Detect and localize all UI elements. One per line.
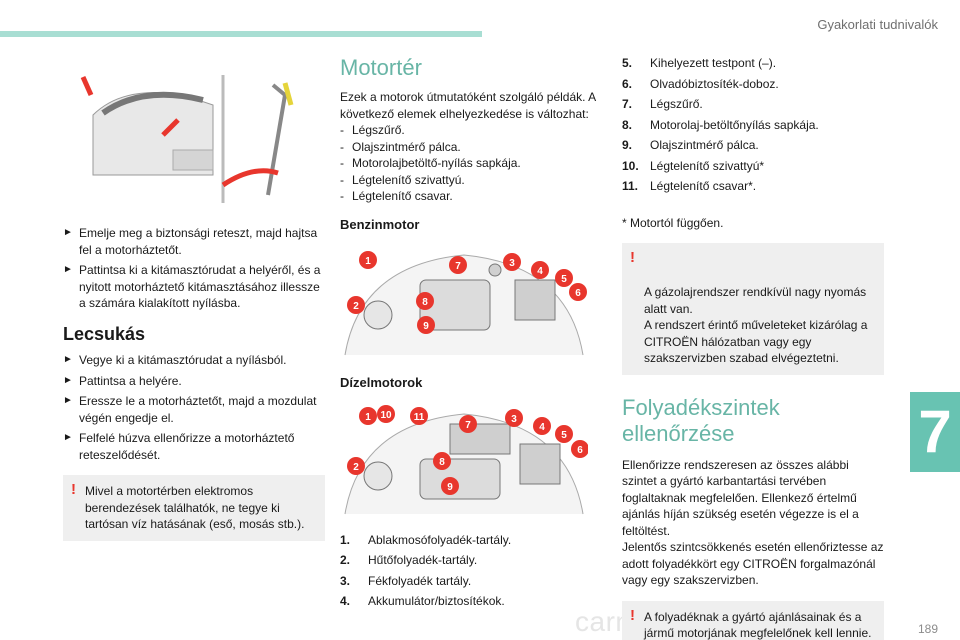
- right-column: 5.Kihelyezett testpont (–). 6.Olvadóbizt…: [622, 55, 884, 640]
- dash-item: -Motorolajbetöltő-nyílás sapkája.: [340, 156, 521, 170]
- heading-diesel: Dízelmotorok: [340, 375, 423, 390]
- component-marker: [505, 408, 523, 427]
- component-marker-label: 9: [423, 321, 429, 332]
- list-item: 4.Akkumulátor/biztosítékok.: [340, 594, 505, 608]
- list-item: 5.Kihelyezett testpont (–).: [622, 56, 777, 70]
- list-item: 8.Motorolaj-betöltőnyílás sapkája.: [622, 117, 819, 132]
- page-number: 189: [917, 622, 938, 636]
- component-marker-label: 2: [353, 301, 359, 312]
- component-marker: [555, 269, 573, 287]
- dash-item: -Olajszintmérő pálca.: [340, 139, 461, 154]
- list-item: 11.Légtelenítő csavar*.: [622, 179, 757, 193]
- component-marker: [377, 404, 395, 423]
- component-marker-label: 7: [455, 261, 461, 272]
- component-marker-label: 4: [539, 422, 545, 433]
- component-marker-label: 6: [577, 445, 583, 456]
- component-marker: [433, 451, 451, 470]
- bullet-item: ►Pattintsa ki a kitámasztórudat a helyér…: [63, 263, 321, 310]
- title-fluid-levels: Folyadékszintek ellenőrzése: [622, 394, 780, 446]
- warning-icon: !: [71, 481, 76, 498]
- list-item: 6.Olvadóbiztosíték-doboz.: [622, 76, 779, 91]
- header-bar: [0, 31, 482, 37]
- component-marker: [347, 456, 365, 475]
- list-item: 7.Légszűrő.: [622, 97, 703, 111]
- component-marker-label: 5: [561, 274, 567, 285]
- section-header: Gyakorlati tudnivalók: [817, 17, 938, 32]
- middle-column: Motortér Ezek a motorok útmutatóként szo…: [340, 55, 602, 614]
- warning-box: ! A gázolajrendszer rendkívül nagy nyomá…: [622, 243, 884, 375]
- dash-item: -Légtelenítő csavar.: [340, 189, 453, 203]
- component-marker: [571, 439, 589, 458]
- warning-icon: !: [630, 249, 635, 266]
- component-marker: [347, 296, 365, 314]
- component-marker-label: 4: [537, 266, 543, 277]
- heading-closing: Lecsukás: [63, 323, 146, 344]
- hood-illustration: [63, 55, 325, 203]
- fluid-paragraph: Ellenőrizze rendszeresen az összes alább…: [622, 457, 884, 588]
- intro-text: Ezek a motorok útmutatóként szolgáló pél…: [340, 90, 596, 121]
- component-marker-label: 3: [511, 414, 517, 425]
- component-marker: [449, 256, 467, 274]
- component-marker: [531, 261, 549, 279]
- petrol-diagram-svg: 1 7 3 4 56 8 2 9: [344, 251, 587, 356]
- list-item: 2.Hűtőfolyadék-tartály.: [340, 553, 478, 567]
- component-marker-label: 8: [439, 457, 445, 468]
- component-marker: [441, 476, 459, 495]
- heading-petrol: Benzinmotor: [340, 216, 420, 232]
- component-marker: [417, 316, 435, 334]
- component-marker-label: 7: [465, 420, 471, 431]
- bullet-item: ►Pattintsa a helyére.: [63, 373, 182, 388]
- bullet-item: ►Felfelé húzva ellenőrizze a motorháztet…: [63, 431, 295, 462]
- component-marker-label: 6: [575, 288, 581, 299]
- list-item: 9.Olajszintmérő pálca.: [622, 138, 759, 152]
- component-marker-label: 10: [380, 410, 392, 421]
- component-marker: [503, 253, 521, 271]
- list-item: 3.Fékfolyadék tartály.: [340, 573, 472, 588]
- component-marker-label: 3: [509, 258, 515, 269]
- component-marker-label: 1: [365, 256, 371, 267]
- component-marker: [416, 292, 434, 310]
- component-marker: [359, 251, 377, 269]
- component-marker: [555, 424, 573, 443]
- diesel-diagram-svg: 1 10 11 7 3 4 56 8 2 9: [344, 404, 589, 514]
- warning-box: ! A folyadéknak a gyártó ajánlásainak és…: [622, 600, 884, 640]
- list-item: 10.Légtelenítő szivattyú*: [622, 158, 765, 173]
- component-marker-label: 1: [365, 412, 371, 423]
- footnote: * Motortól függően.: [622, 215, 724, 230]
- bullet-item: ►Eressze le a motorháztetőt, majd a mozd…: [63, 394, 317, 425]
- component-marker: [533, 416, 551, 435]
- component-marker: [459, 414, 477, 433]
- title-engine-bay: Motortér: [340, 55, 422, 80]
- component-marker: [359, 406, 377, 425]
- component-marker-label: 2: [353, 462, 359, 473]
- component-marker: [569, 283, 587, 301]
- list-item: 1.Ablakmosófolyadék-tartály.: [340, 532, 512, 547]
- hood-figure-svg: [80, 75, 294, 203]
- bullet-item: ►Vegye ki a kitámasztórudat a nyílásból.: [63, 353, 287, 367]
- component-marker-label: 5: [561, 430, 567, 441]
- left-column: ►Emelje meg a biztonsági reteszt, majd h…: [63, 55, 325, 541]
- component-marker-label: 8: [422, 297, 428, 308]
- dash-item: -Légszűrő.: [340, 123, 405, 137]
- component-marker-label: 11: [414, 412, 425, 423]
- bullet-item: ►Emelje meg a biztonsági reteszt, majd h…: [63, 226, 318, 257]
- chapter-tab: 7: [910, 392, 960, 472]
- component-marker: [410, 406, 428, 425]
- warning-box: ! Mivel a motortérben elektromos berende…: [63, 475, 325, 541]
- dash-item: -Légtelenítő szivattyú.: [340, 172, 465, 187]
- component-marker-label: 9: [447, 482, 453, 493]
- warning-icon: !: [630, 606, 635, 624]
